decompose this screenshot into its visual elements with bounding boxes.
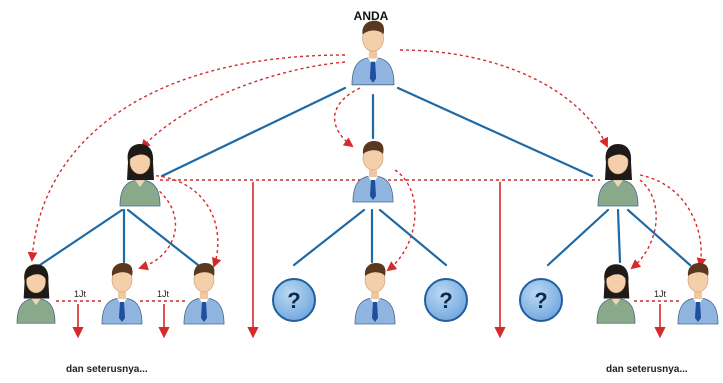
person-root xyxy=(351,20,395,86)
line-left-1 xyxy=(38,208,124,267)
hair-fringe xyxy=(607,146,629,159)
person-level1-right xyxy=(597,144,639,207)
footer-right-text: dan seterusnya... xyxy=(606,364,688,375)
hair-short xyxy=(687,263,709,276)
line-center-1 xyxy=(292,208,366,267)
unknown-symbol: ? xyxy=(534,288,547,313)
neck xyxy=(368,51,378,59)
hair-short xyxy=(364,263,386,276)
tie-icon xyxy=(119,302,125,322)
person-level2-left-2 xyxy=(101,263,143,325)
tree-connector-lines xyxy=(38,86,692,267)
tie-icon xyxy=(372,302,378,322)
line-right-3 xyxy=(626,208,692,267)
line-right-2 xyxy=(616,208,622,264)
person-level2-center-1-unknown: ? xyxy=(272,278,316,322)
arrow-root-to-center xyxy=(333,87,361,148)
person-level2-right-2 xyxy=(596,264,636,324)
arrow-root-to-far-left xyxy=(27,54,346,262)
line-right-1 xyxy=(546,208,610,267)
neckline xyxy=(613,180,623,187)
hair-fringe xyxy=(606,266,626,279)
hair-fringe xyxy=(129,146,151,159)
line-root-left xyxy=(160,86,347,178)
person-level1-left xyxy=(119,144,161,207)
arrow-left-to-child-3 xyxy=(149,174,222,268)
tie-icon xyxy=(695,302,701,322)
person-level2-right-1-unknown: ? xyxy=(519,278,563,322)
people-layer: ??? xyxy=(16,20,719,325)
hair-short xyxy=(193,263,215,276)
person-level2-right-3 xyxy=(677,263,719,325)
person-level2-center-3-unknown: ? xyxy=(424,278,468,322)
continuation-arrows xyxy=(72,182,666,339)
person-level2-left-1 xyxy=(16,264,56,324)
person-level2-center-2 xyxy=(354,263,396,325)
person-level1-center xyxy=(352,141,394,203)
arrow-root-to-left xyxy=(140,61,346,150)
unknown-circle xyxy=(272,278,316,322)
unknown-symbol: ? xyxy=(439,288,452,313)
amount-label-left-1: 1Jt xyxy=(74,289,87,299)
person-level2-left-3 xyxy=(183,263,225,325)
arrow-center-to-child xyxy=(386,169,416,272)
neck xyxy=(118,292,126,299)
tie-icon xyxy=(369,61,377,83)
root-label: ANDA xyxy=(354,9,389,23)
neckline xyxy=(135,180,145,187)
amount-label-right: 1Jt xyxy=(654,289,667,299)
neck xyxy=(371,292,379,299)
arrow-right-to-child-3 xyxy=(639,174,707,268)
hair-short xyxy=(362,141,384,154)
referral-dotted-lines xyxy=(56,179,680,302)
neck xyxy=(694,292,702,299)
hair-short xyxy=(111,263,133,276)
amount-label-left-2: 1Jt xyxy=(157,289,170,299)
neckline xyxy=(31,298,41,306)
unknown-symbol: ? xyxy=(287,288,300,313)
tie-icon xyxy=(201,302,207,322)
hair-fringe xyxy=(26,266,46,279)
neckline xyxy=(611,298,621,306)
neck xyxy=(200,292,208,299)
tie-icon xyxy=(370,180,376,200)
arrow-root-to-right xyxy=(399,49,609,148)
line-root-right xyxy=(396,86,594,178)
line-left-3 xyxy=(126,208,200,267)
unknown-circle xyxy=(424,278,468,322)
neck xyxy=(369,170,377,177)
line-center-3 xyxy=(378,208,448,267)
referral-arrows xyxy=(27,49,707,272)
unknown-circle xyxy=(519,278,563,322)
footer-left-text: dan seterusnya... xyxy=(66,364,148,375)
arrow-left-to-child-2 xyxy=(138,183,177,271)
hair-short xyxy=(362,20,385,35)
